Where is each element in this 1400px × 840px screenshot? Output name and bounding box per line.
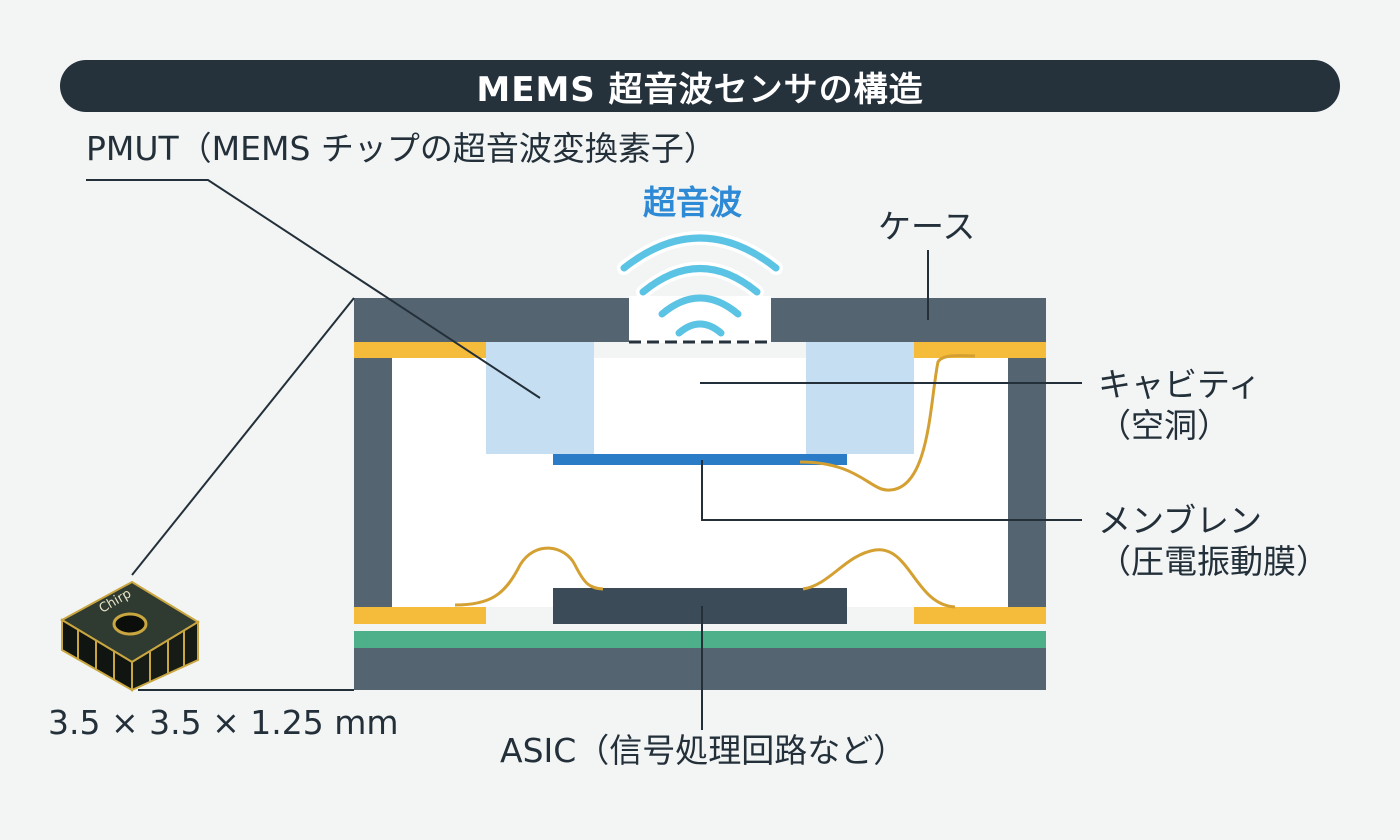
leader-membrane xyxy=(701,460,1082,521)
pad-top-right xyxy=(914,342,1046,358)
title-bar: MEMS 超音波センサの構造 xyxy=(60,60,1340,112)
bond-wire-membrane xyxy=(799,354,976,492)
asic-chip xyxy=(553,588,847,624)
bond-wire-asic-right xyxy=(802,548,956,609)
membrane xyxy=(553,454,847,465)
asic-label: ASIC（信号処理回路など） xyxy=(500,731,907,770)
ultrasound-label: 超音波 xyxy=(643,183,742,222)
leader-pmut xyxy=(86,179,541,399)
acoustic-port xyxy=(629,296,771,343)
ultrasound-waves-icon xyxy=(617,231,783,337)
dimensions-label: 3.5 × 3.5 × 1.25 mm xyxy=(48,703,399,742)
bond-wire-asic-left xyxy=(454,546,604,607)
pmut-label: PMUT（MEMS チップの超音波変換素子） xyxy=(86,129,717,168)
pad-bottom-right xyxy=(914,607,1046,624)
membrane-label-line2: （圧電振動膜） xyxy=(1098,542,1329,582)
case-right-wall xyxy=(1008,342,1046,607)
membrane-label-line1: メンブレン xyxy=(1098,501,1263,540)
chip-package-icon xyxy=(59,580,200,692)
cavity-label: キャビティ （空洞） xyxy=(1098,364,1261,447)
page-title: MEMS 超音波センサの構造 xyxy=(476,69,924,110)
case-left-wall xyxy=(354,342,392,607)
pad-bottom-left xyxy=(354,607,486,624)
pmut-block-right xyxy=(806,342,914,454)
case-label: ケース xyxy=(878,207,976,246)
cavity-label-line1: キャビティ xyxy=(1098,365,1262,404)
case-interior xyxy=(392,358,1008,607)
pad-top-left xyxy=(354,342,486,358)
membrane-label: メンブレン （圧電振動膜） xyxy=(1098,500,1329,583)
pcb-green-layer xyxy=(354,631,1046,648)
leader-chip-top xyxy=(131,297,355,576)
pcb-base xyxy=(354,648,1046,690)
cavity-label-line2: （空洞） xyxy=(1098,406,1230,446)
